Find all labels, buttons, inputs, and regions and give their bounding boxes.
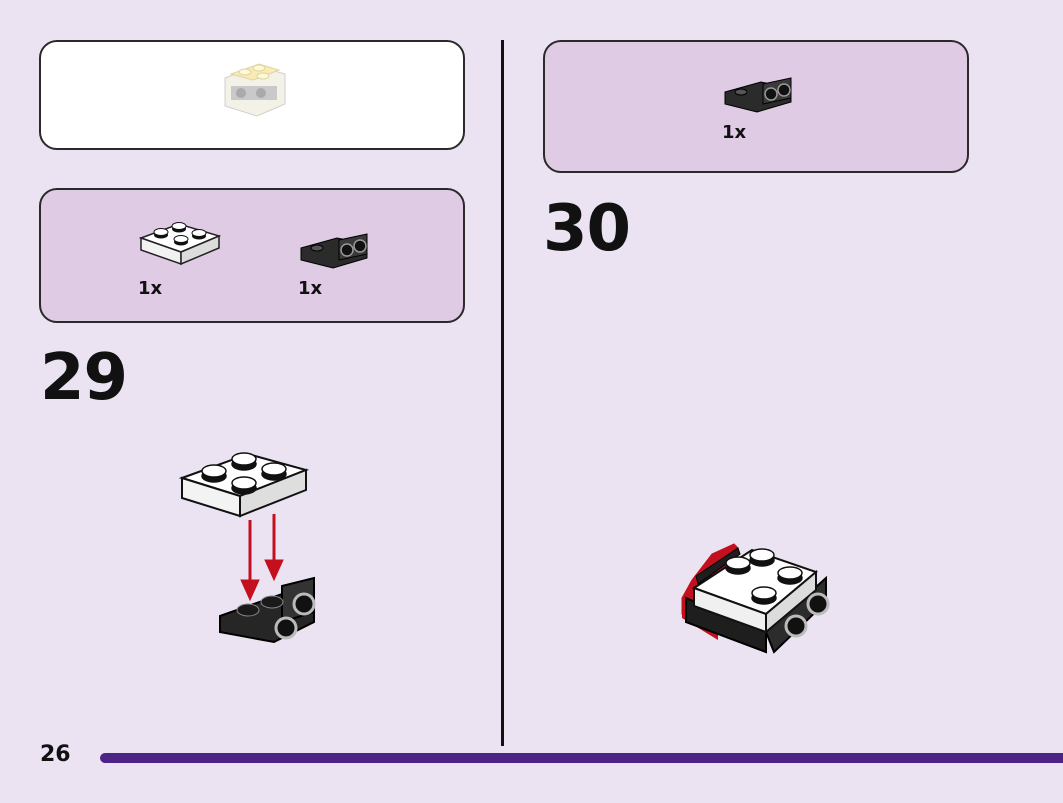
submodel-preview-icon xyxy=(224,63,286,117)
parts-list-step-29: 1x 1x xyxy=(39,188,465,323)
white-2x2-plate-icon xyxy=(138,222,222,266)
progress-bar xyxy=(100,753,1063,763)
page-number: 26 xyxy=(40,742,71,767)
black-bracket-plate-icon xyxy=(724,77,792,113)
parts-list-step-30: 1x xyxy=(543,40,969,173)
step-number-29: 29 xyxy=(40,341,128,415)
column-divider xyxy=(501,40,504,746)
submodel-callout xyxy=(39,40,465,150)
black-bracket-plate-icon xyxy=(300,233,368,269)
part-quantity: 1x xyxy=(298,278,323,299)
part-quantity: 1x xyxy=(722,122,747,143)
step-number-30: 30 xyxy=(543,192,631,266)
step-30-assembly-illustration xyxy=(681,543,830,654)
part-quantity: 1x xyxy=(138,278,163,299)
step-29-assembly-illustration xyxy=(178,452,316,644)
